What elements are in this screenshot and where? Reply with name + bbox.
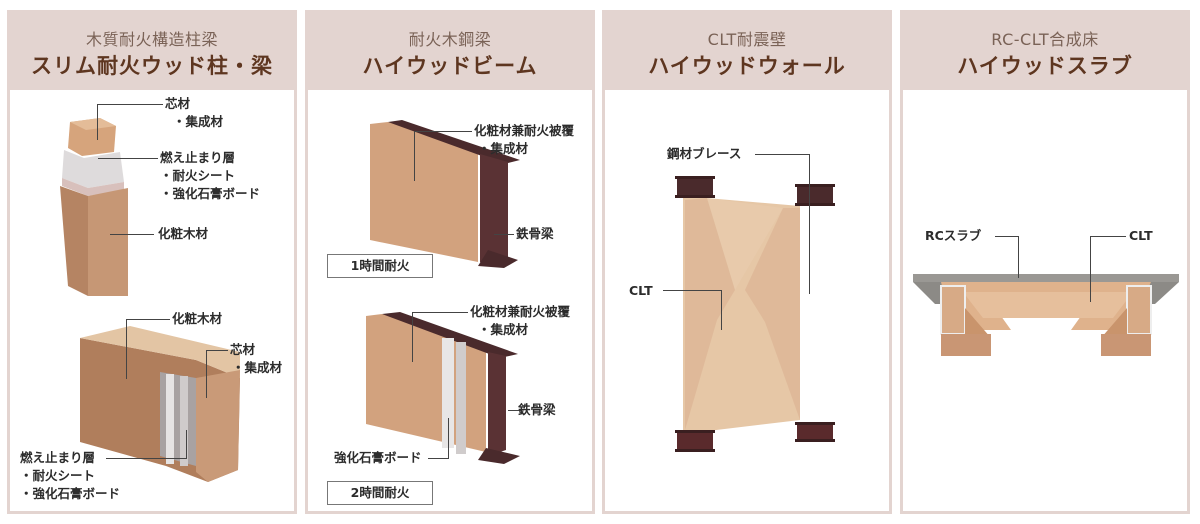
panel-body: 鋼材ブレース CLT [605, 90, 889, 511]
leader-line [414, 131, 472, 132]
leader-line [110, 234, 154, 235]
label-beam-core-sub: ・集成材 [232, 360, 283, 375]
leader-line [428, 458, 449, 459]
panel-body: 芯材 ・集成材 燃え止まり層 ・耐火シート ・強化石膏ボード 化粧木材 化粧木材… [10, 90, 294, 511]
leader-line [494, 234, 514, 235]
leader-line [98, 158, 158, 159]
leader-line [97, 104, 98, 140]
panel-subtitle: 木質耐火構造柱梁 [85, 30, 218, 49]
panel-hiwood-slab: RC-CLT合成床 ハイウッドスラブ RCスラブ CLT [900, 10, 1190, 514]
panel-hiwood-beam: 耐火木鋼梁 ハイウッドビーム 化粧材兼耐火被覆 ・集成材 鉄骨梁 1時間耐火 化… [305, 10, 595, 514]
leader-line [448, 418, 449, 458]
hiwood-wall-illustration [675, 176, 835, 452]
label-clt: CLT [629, 283, 653, 298]
label-beam1-steel: 鉄骨梁 [516, 226, 554, 241]
panel-header: 木質耐火構造柱梁 スリム耐火ウッド柱・梁 [7, 10, 297, 88]
panel-subtitle: RC-CLT合成床 [991, 30, 1099, 49]
panel-title: ハイウッドビーム [362, 54, 538, 78]
leader-line [126, 319, 170, 320]
leader-line [1090, 236, 1126, 237]
label-fire-stop-sub1: ・耐火シート [160, 168, 236, 183]
leader-line [1018, 236, 1019, 278]
label-beam1-cover: 化粧材兼耐火被覆 [474, 123, 575, 138]
leader-line [508, 410, 522, 411]
label-core: 芯材 [165, 96, 191, 111]
leader-line [412, 312, 413, 362]
label-beam-core: 芯材 [230, 342, 256, 357]
leader-line [106, 458, 187, 459]
label-clt: CLT [1129, 228, 1153, 243]
panel-header: RC-CLT合成床 ハイウッドスラブ [900, 10, 1190, 88]
label-beam2-cover-sub: ・集成材 [478, 322, 529, 337]
label-fire-stop: 燃え止まり層 [160, 150, 236, 165]
fire-rating-badge-2h: 2時間耐火 [327, 481, 433, 505]
hiwood-slab-illustration [913, 274, 1179, 356]
leader-line [206, 350, 228, 351]
panel-slim-fire-wood: 木質耐火構造柱梁 スリム耐火ウッド柱・梁 芯材 ・集成材 燃え止まり [7, 10, 297, 514]
label-fire-stop-sub2: ・強化石膏ボード [160, 186, 261, 201]
leader-line [809, 154, 810, 294]
panel-header: CLT耐震壁 ハイウッドウォール [602, 10, 892, 88]
panel-subtitle: CLT耐震壁 [707, 30, 787, 49]
panel-subtitle: 耐火木鋼梁 [408, 30, 492, 49]
leader-line [1090, 236, 1091, 302]
label-beam-fire-stop-sub2: ・強化石膏ボード [20, 486, 121, 501]
panel-body: RCスラブ CLT [903, 90, 1187, 511]
label-face-wood: 化粧木材 [158, 226, 209, 241]
hiwood-beam-illustration [366, 120, 520, 464]
label-rc-slab: RCスラブ [925, 228, 982, 243]
column-and-beam-illustration [60, 118, 240, 482]
label-beam2-cover: 化粧材兼耐火被覆 [470, 304, 571, 319]
panel-title: ハイウッドウォール [648, 54, 846, 78]
label-beam-fire-stop: 燃え止まり層 [20, 450, 96, 465]
panel-title: ハイウッドスラブ [957, 54, 1133, 78]
label-beam1-cover-sub: ・集成材 [478, 141, 529, 156]
leader-line [995, 236, 1019, 237]
leader-line [97, 104, 163, 105]
leader-line [206, 350, 207, 398]
label-steel-brace: 鋼材ブレース [667, 146, 742, 161]
label-beam2-board: 強化石膏ボード [334, 450, 422, 465]
label-core-sub: ・集成材 [173, 114, 224, 129]
leader-line [721, 290, 722, 330]
fire-rating-badge-1h: 1時間耐火 [327, 254, 433, 278]
leader-line [126, 319, 127, 379]
panel-body: 化粧材兼耐火被覆 ・集成材 鉄骨梁 1時間耐火 化粧材兼耐火被覆 ・集成材 鉄骨… [308, 90, 592, 511]
leader-line [663, 290, 721, 291]
label-beam-face-wood: 化粧木材 [172, 311, 223, 326]
leader-line [414, 131, 415, 181]
label-beam-fire-stop-sub1: ・耐火シート [20, 468, 96, 483]
panel-title: スリム耐火ウッド柱・梁 [31, 54, 273, 78]
panel-hiwood-wall: CLT耐震壁 ハイウッドウォール 鋼材ブレース CLT [602, 10, 892, 514]
leader-line [755, 154, 810, 155]
panel-header: 耐火木鋼梁 ハイウッドビーム [305, 10, 595, 88]
leader-line [412, 312, 468, 313]
label-beam2-steel: 鉄骨梁 [518, 402, 556, 417]
leader-line [186, 430, 187, 458]
